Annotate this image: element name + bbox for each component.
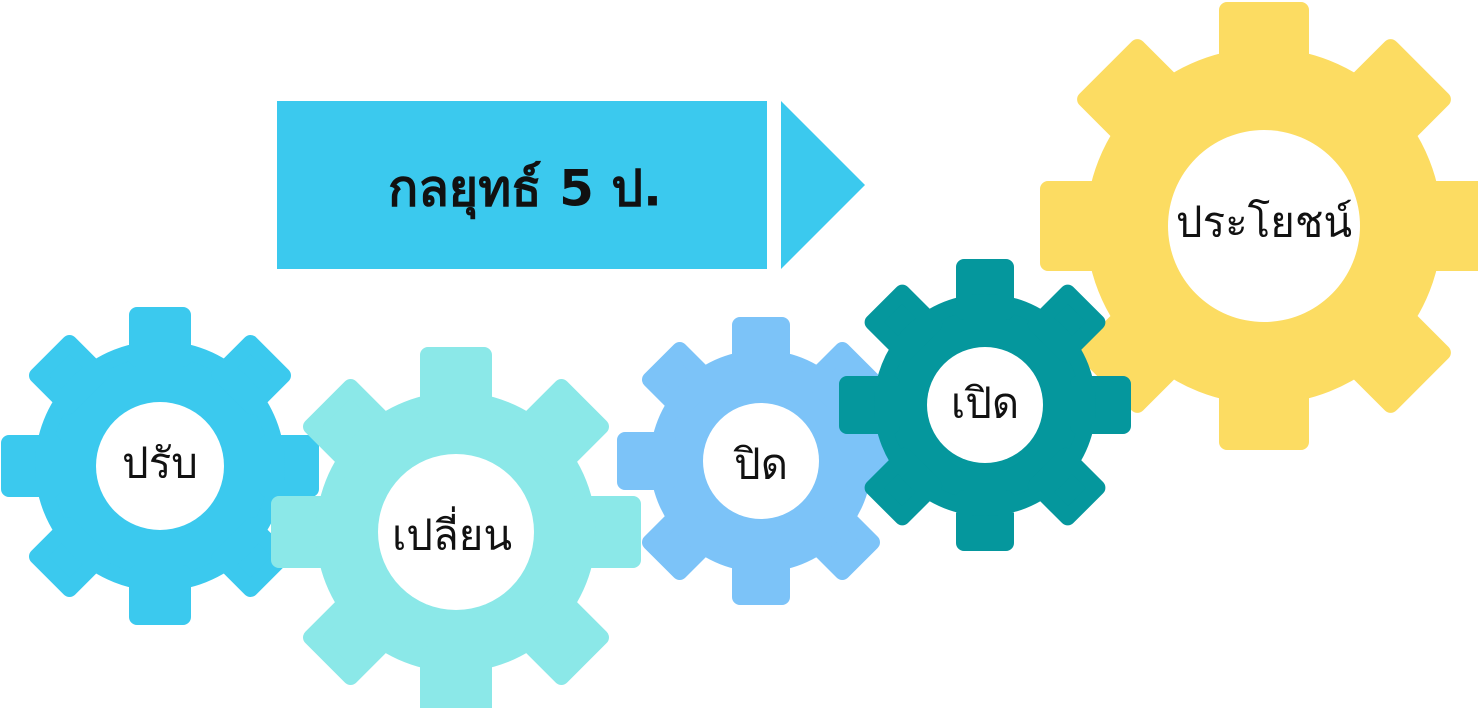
gear-label-pid: ปิด [733, 440, 788, 489]
gear-hole [1168, 130, 1360, 322]
gear-hole [96, 402, 224, 530]
gear-hole [927, 347, 1043, 463]
gear-prayot: ประโยชน์ [1040, 2, 1478, 450]
banner-title: กลยุทธ์ 5 ป. [388, 160, 662, 220]
gear-label-plian: เปลี่ยน [392, 507, 512, 560]
title-banner: กลยุทธ์ 5 ป. [277, 101, 865, 269]
banner-arrow-head [781, 101, 865, 269]
gear-label-prayot: ประโยชน์ [1176, 198, 1352, 247]
gear-plian: เปลี่ยน [271, 347, 641, 708]
gear-hole [378, 454, 534, 610]
gear-label-poed: เปิด [951, 379, 1019, 428]
gear-hole [703, 403, 819, 519]
gear-poed: เปิด [839, 259, 1131, 551]
banner-body [277, 101, 767, 269]
gear-label-prap: ปรับ [122, 439, 198, 488]
gear-pid: ปิด [617, 317, 905, 605]
gear-prap: ปรับ [1, 307, 319, 625]
